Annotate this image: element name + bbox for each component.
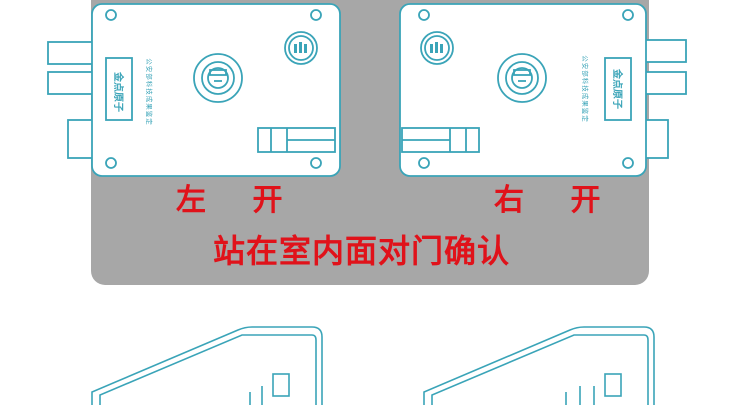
right-brand-plate xyxy=(604,57,632,121)
right-lock-knob-inner xyxy=(424,35,450,61)
left-lock-tab-bottom xyxy=(67,119,94,159)
key-icon xyxy=(207,67,229,89)
right-brand-name: 金点原子 xyxy=(611,68,624,109)
right-lock-screw xyxy=(622,157,634,169)
left-brand-plate xyxy=(105,57,133,121)
right-lock-perspective xyxy=(423,326,655,405)
right-perspective-slot xyxy=(604,373,622,397)
right-lock-tab-top xyxy=(643,39,687,63)
left-brand: 金点原子 公安部科技成果鉴定 xyxy=(112,58,154,126)
left-lock-knob xyxy=(284,31,318,65)
left-lock-screw xyxy=(310,157,322,169)
left-lock-cylinder xyxy=(193,53,243,103)
key-slot xyxy=(513,69,531,76)
grip-icon xyxy=(430,42,443,53)
right-lock-cylinder xyxy=(497,53,547,103)
left-lock-tab-top xyxy=(47,41,94,65)
right-perspective-inner xyxy=(431,334,649,405)
left-lock-screw xyxy=(310,9,322,21)
left-lock xyxy=(47,3,341,177)
left-lock-cylinder-inner xyxy=(201,61,235,95)
left-lock-screw xyxy=(105,9,117,21)
right-lock-screw xyxy=(622,9,634,21)
instruction-text: 站在室内面对门确认 xyxy=(213,232,511,270)
right-lock xyxy=(399,3,687,177)
left-perspective-slot xyxy=(272,373,290,397)
key-icon xyxy=(511,67,533,89)
right-open-label: 右 开 xyxy=(494,183,619,218)
right-brand: 金点原子 公安部科技成果鉴定 xyxy=(581,55,624,123)
left-lock-screw xyxy=(105,157,117,169)
right-lock-cylinder-inner xyxy=(505,61,539,95)
right-lock-screw xyxy=(418,157,430,169)
left-brand-name: 金点原子 xyxy=(112,71,125,112)
right-lock-screw xyxy=(418,9,430,21)
right-brand-tagline: 公安部科技成果鉴定 xyxy=(581,55,590,123)
right-lock-knob xyxy=(420,31,454,65)
right-lock-tab-bottom xyxy=(643,119,669,159)
left-perspective-inner xyxy=(99,334,317,405)
left-brand-tagline: 公安部科技成果鉴定 xyxy=(145,58,154,126)
left-perspective-outer xyxy=(91,326,323,405)
left-lock-knob-inner xyxy=(288,35,314,61)
left-lock-perspective xyxy=(91,326,323,405)
right-lock-tab-middle xyxy=(643,71,687,95)
grip-icon xyxy=(294,42,307,53)
left-open-label: 左 开 xyxy=(176,183,301,218)
left-lock-tab-middle xyxy=(47,71,94,95)
right-perspective-outer xyxy=(423,326,655,405)
key-slot xyxy=(209,69,227,76)
